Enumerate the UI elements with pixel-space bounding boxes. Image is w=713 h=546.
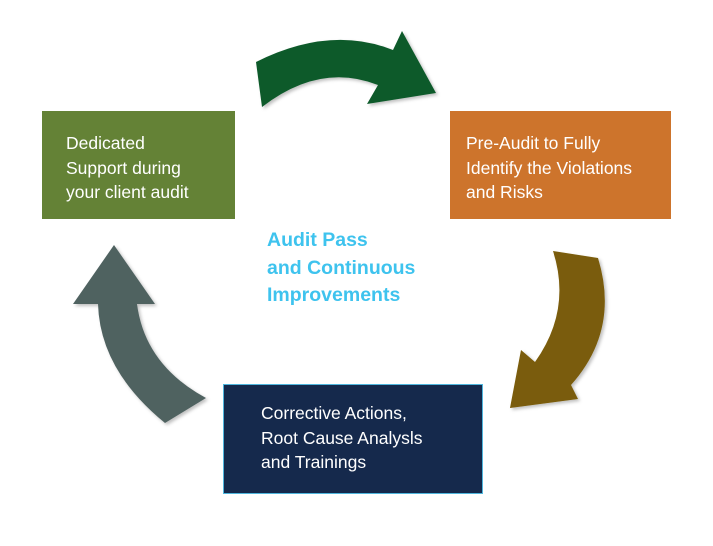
center-label-line: and Continuous bbox=[267, 256, 416, 279]
center-label-line: Improvements bbox=[267, 284, 401, 306]
step-preaudit-line: and Risks bbox=[466, 182, 543, 202]
step-corrective-line: Corrective Actions, bbox=[261, 403, 407, 423]
step-support-line: Dedicated bbox=[66, 133, 145, 153]
arrow-preaudit-to-corrective bbox=[510, 251, 605, 408]
step-preaudit-line: Pre-Audit to Fully bbox=[466, 133, 601, 153]
step-support-line: your client audit bbox=[66, 182, 189, 202]
step-box-support: Dedicated Support during your client aud… bbox=[42, 111, 235, 219]
step-support-line: Support during bbox=[66, 157, 181, 178]
center-label-line: Audit Pass bbox=[267, 229, 368, 251]
step-corrective-line: and Trainings bbox=[261, 452, 367, 472]
step-preaudit-line: Identify the Violations bbox=[466, 157, 633, 178]
center-label: Audit Pass and Continuous Improvements bbox=[267, 227, 415, 310]
arrow-support-to-preaudit bbox=[256, 31, 436, 107]
arrow-corrective-to-support bbox=[73, 245, 206, 423]
step-corrective-line: Root Cause Analysls bbox=[261, 427, 423, 448]
step-box-preaudit: Pre-Audit to Fully Identify the Violatio… bbox=[450, 111, 671, 219]
step-box-corrective: Corrective Actions, Root Cause Analysls … bbox=[223, 384, 483, 494]
